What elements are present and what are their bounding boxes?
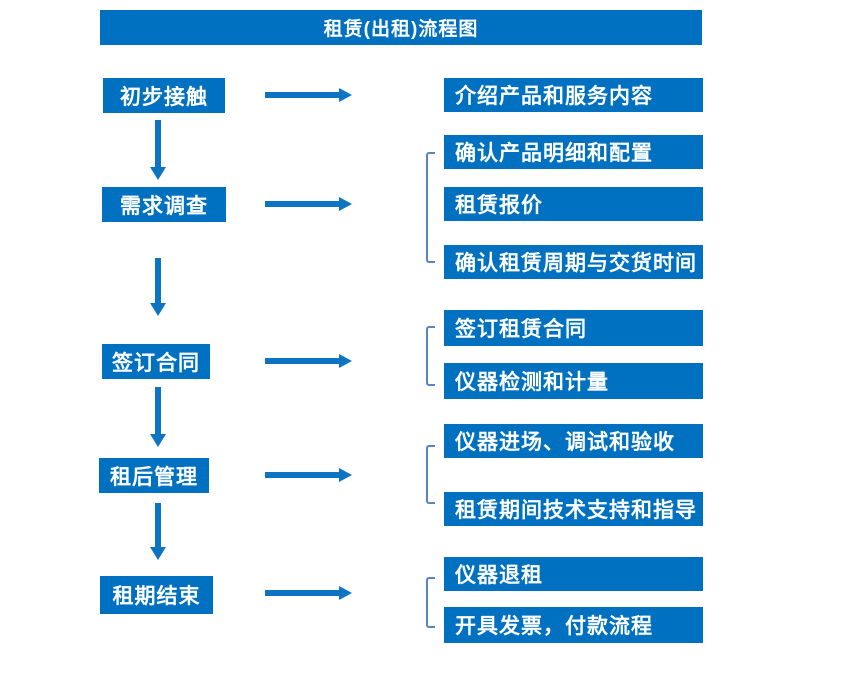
arrow-shaft (155, 503, 161, 548)
detail-box-instrument-setup: 仪器进场、调试和验收 (444, 424, 703, 458)
arrow-head (339, 354, 352, 368)
detail-box-sign-rental-contract: 签订租赁合同 (444, 310, 703, 346)
arrow-head (339, 88, 352, 102)
arrow-right-icon (265, 354, 352, 368)
arrow-head (150, 547, 166, 560)
arrow-right-icon (265, 88, 352, 102)
group-bracket-icon (426, 326, 435, 386)
arrow-head (150, 167, 166, 180)
detail-box-instrument-return: 仪器退租 (444, 557, 703, 591)
arrow-head (150, 434, 166, 447)
detail-box-rental-quote: 租赁报价 (444, 187, 703, 221)
arrow-head (339, 586, 352, 600)
arrow-head (339, 197, 352, 211)
detail-box-confirm-rental-period: 确认租赁周期与交货时间 (444, 245, 703, 279)
arrow-shaft (265, 590, 341, 596)
arrow-shaft (265, 92, 341, 98)
arrow-shaft (155, 120, 161, 168)
group-bracket-icon (426, 445, 435, 504)
stage-box-rental-end: 租期结束 (100, 576, 213, 614)
stage-box-post-rental-management: 租后管理 (99, 458, 209, 493)
stage-box-needs-survey: 需求调查 (102, 187, 226, 222)
stage-box-sign-contract: 签订合同 (102, 344, 210, 379)
arrow-down-icon (150, 387, 166, 447)
flowchart-title: 租赁(出租)流程图 (100, 10, 702, 45)
group-bracket-icon (426, 577, 435, 628)
stage-box-initial-contact: 初步接触 (103, 78, 225, 113)
detail-box-invoice-payment: 开具发票，付款流程 (444, 607, 703, 643)
detail-box-technical-support: 租赁期间技术支持和指导 (444, 492, 703, 526)
arrow-down-icon (150, 258, 166, 316)
detail-box-confirm-product-details: 确认产品明细和配置 (444, 135, 703, 169)
arrow-down-icon (150, 503, 166, 560)
arrow-right-icon (265, 468, 352, 482)
detail-box-instrument-testing: 仪器检测和计量 (444, 363, 703, 399)
detail-box-introduce-products: 介绍产品和服务内容 (444, 78, 703, 112)
arrow-shaft (265, 201, 341, 207)
arrow-right-icon (265, 197, 352, 211)
arrow-shaft (155, 387, 161, 435)
arrow-shaft (265, 358, 341, 364)
arrow-right-icon (265, 586, 352, 600)
arrow-shaft (155, 258, 161, 304)
group-bracket-icon (426, 152, 435, 263)
arrow-head (150, 303, 166, 316)
arrow-down-icon (150, 120, 166, 180)
arrow-shaft (265, 472, 341, 478)
arrow-head (339, 468, 352, 482)
